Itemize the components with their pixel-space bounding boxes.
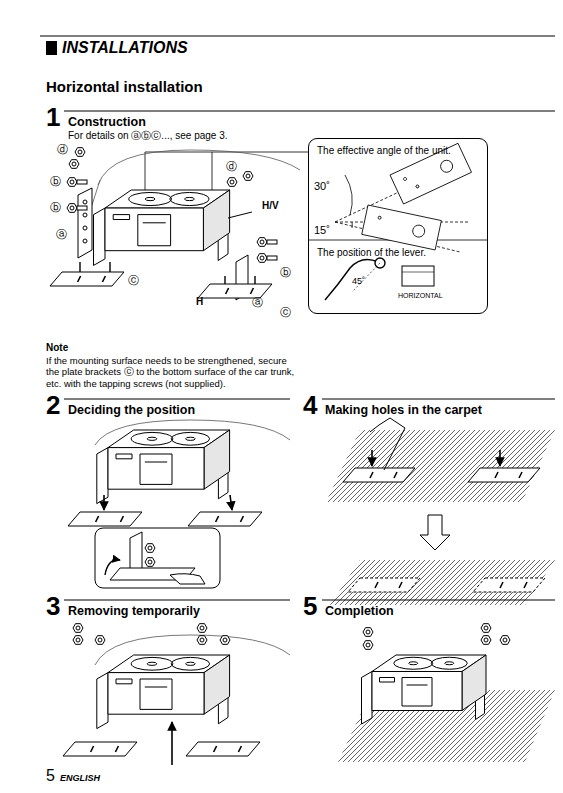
plate-bracket [68, 512, 142, 526]
callout-letter: ⓑ [50, 201, 61, 214]
cd-changer-unit [97, 430, 230, 504]
callout-letter: ⓒ [280, 306, 291, 319]
callout-letter: ⓑ [280, 266, 291, 279]
step-number: 3 [46, 593, 60, 619]
step-heading: Removing temporarily [68, 604, 200, 619]
plate-bracket [50, 272, 124, 286]
cd-changer-unit [362, 655, 487, 724]
step-heading: Construction [68, 115, 146, 130]
box-caption: The position of the lever. [317, 247, 426, 259]
step-heading: Deciding the position [68, 403, 195, 418]
step-number: 5 [303, 593, 317, 619]
plate-bracket [468, 468, 540, 482]
sub-title: Horizontal installation [46, 78, 203, 96]
part-mark: H/V [262, 200, 279, 212]
part-mark: H [196, 296, 203, 308]
step-number: 4 [303, 392, 317, 418]
page-language: ENGLISH [60, 773, 100, 784]
plate-bracket [343, 468, 415, 482]
box-caption: The effective angle of the unit. [317, 145, 451, 157]
plate-bracket [63, 742, 137, 756]
plate-bracket [188, 512, 262, 526]
callout-letter: ⓓ [57, 143, 68, 156]
section-title: INSTALLATIONS [62, 39, 188, 57]
callout-letter: ⓓ [226, 160, 237, 173]
angle-value: 15˚ [314, 224, 330, 237]
plate-bracket [473, 578, 545, 592]
callout-letter: ⓑ [50, 175, 61, 188]
plate-bracket [198, 284, 272, 298]
step-number: 1 [46, 104, 60, 130]
carpet [330, 560, 555, 605]
callout-letter: ⓐ [56, 228, 67, 241]
step-heading: Making holes in the carpet [325, 403, 482, 418]
plate-bracket [348, 578, 420, 592]
step-number: 2 [46, 392, 60, 418]
info-box: The effective angle of the unit. The posi… [308, 138, 488, 314]
lever-position: HORIZONTAL [398, 292, 443, 300]
page-number: 5 [46, 766, 55, 785]
cd-changer-unit [94, 190, 230, 265]
angle-value: 45˚ [352, 276, 365, 287]
angle-value: 30˚ [314, 180, 330, 193]
plate-bracket [186, 742, 260, 756]
step-heading: Completion [325, 604, 394, 619]
callout-letter: ⓐ [252, 296, 263, 309]
callout-letter: ⓒ [128, 274, 139, 287]
cd-changer-unit [97, 655, 230, 729]
step-text: For details on ⓐⓑⓒ..., see page 3. [68, 130, 228, 142]
carpet [326, 430, 555, 502]
note-text: If the mounting surface needs to be stre… [46, 355, 301, 389]
note-heading: Note [46, 342, 68, 354]
